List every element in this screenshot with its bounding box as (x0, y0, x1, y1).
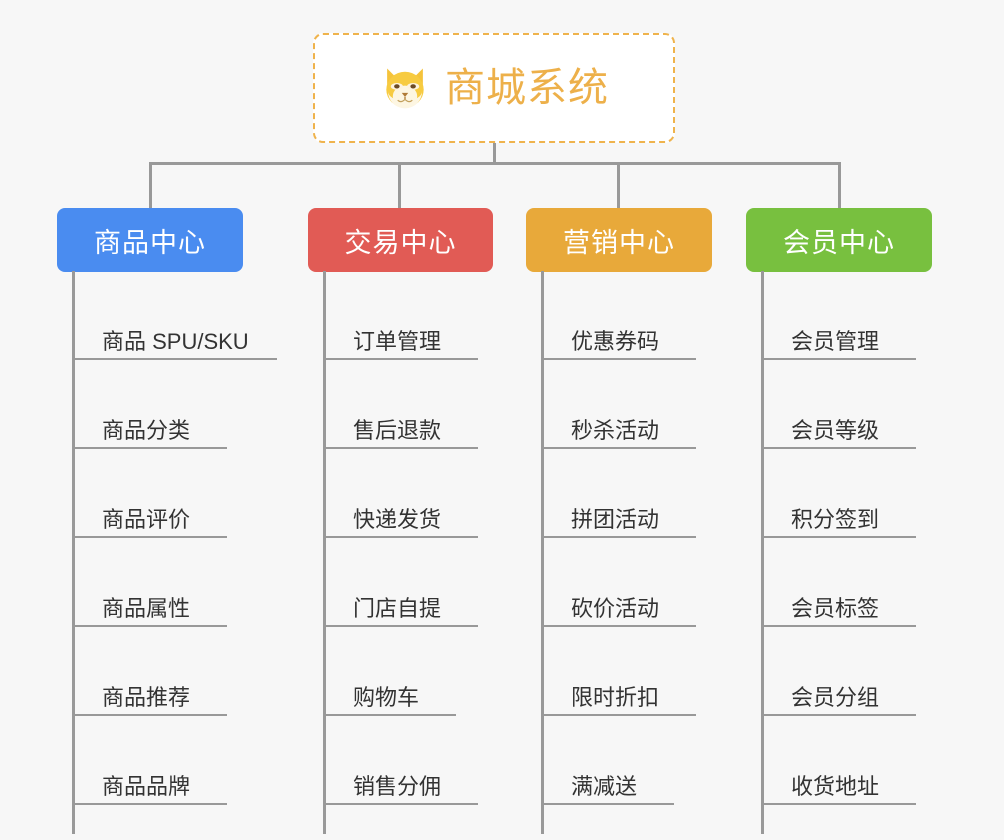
leaf-underline (72, 625, 227, 627)
leaf-underline (72, 803, 227, 805)
leaf-underline (541, 358, 696, 360)
leaf-label: 订单管理 (353, 328, 442, 354)
leaf-item[interactable]: 秒杀活动 (541, 360, 741, 449)
shiba-dog-face-icon (379, 62, 431, 114)
category-title: 交易中心 (344, 227, 457, 258)
leaf-item[interactable]: 拼团活动 (541, 449, 741, 538)
branch-column-会员中心: 会员管理 会员等级 积分签到 会员标签 会员分组 收货地址 (761, 271, 961, 834)
leaf-label: 售后退款 (353, 417, 442, 443)
connector-root-stem (493, 143, 496, 164)
leaf-label: 优惠券码 (571, 328, 660, 354)
category-header-交易中心[interactable]: 交易中心 (308, 208, 493, 272)
branch-spine (761, 271, 764, 834)
leaf-item[interactable]: 优惠券码 (541, 271, 741, 360)
leaf-label: 商品品牌 (102, 773, 191, 799)
branch-column-营销中心: 优惠券码 秒杀活动 拼团活动 砍价活动 限时折扣 满减送 (541, 271, 741, 834)
leaf-underline (761, 447, 916, 449)
leaf-label: 会员标签 (791, 595, 880, 621)
branch-spine (72, 271, 75, 834)
leaf-underline (761, 803, 916, 805)
leaf-underline (323, 625, 478, 627)
leaf-underline (761, 714, 916, 716)
leaf-item[interactable]: 商品评价 (72, 449, 292, 538)
connector-drop-3 (617, 162, 620, 209)
category-title: 商品中心 (94, 227, 206, 258)
leaf-underline (72, 714, 227, 716)
leaf-underline (72, 447, 227, 449)
leaf-item[interactable]: 购物车 (323, 627, 523, 716)
leaf-underline (541, 536, 696, 538)
branch-column-商品中心: 商品 SPU/SKU 商品分类 商品评价 商品属性 商品推荐 商品品牌 (72, 271, 292, 834)
leaf-item[interactable]: 商品推荐 (72, 627, 292, 716)
leaf-item[interactable]: 砍价活动 (541, 538, 741, 627)
leaf-label: 会员等级 (791, 417, 880, 443)
leaf-underline (761, 625, 916, 627)
branch-spine (323, 271, 326, 834)
leaf-label: 商品属性 (102, 595, 191, 621)
connector-drop-2 (398, 162, 401, 209)
connector-drop-1 (149, 162, 152, 209)
leaf-label: 会员管理 (791, 328, 880, 354)
root-title: 商城系统 (445, 66, 609, 110)
leaf-label: 限时折扣 (571, 684, 660, 710)
leaf-underline (72, 358, 277, 360)
leaf-item[interactable]: 商品分类 (72, 360, 292, 449)
leaf-item[interactable]: 会员分组 (761, 627, 961, 716)
leaf-underline (323, 447, 478, 449)
leaf-underline (541, 447, 696, 449)
category-header-商品中心[interactable]: 商品中心 (57, 208, 243, 272)
leaf-item[interactable]: 快递发货 (323, 449, 523, 538)
leaf-label: 商品评价 (102, 506, 191, 532)
leaf-item[interactable]: 会员等级 (761, 360, 961, 449)
leaf-item[interactable]: 积分签到 (761, 449, 961, 538)
leaf-item[interactable]: 会员标签 (761, 538, 961, 627)
category-header-营销中心[interactable]: 营销中心 (526, 208, 712, 272)
leaf-underline (323, 358, 478, 360)
leaf-item[interactable]: 销售分佣 (323, 716, 523, 805)
leaf-item[interactable]: 商品 SPU/SKU (72, 271, 292, 360)
leaf-underline (323, 536, 478, 538)
category-title: 会员中心 (783, 227, 895, 258)
leaf-underline (72, 536, 227, 538)
leaf-label: 秒杀活动 (571, 417, 660, 443)
leaf-item[interactable]: 门店自提 (323, 538, 523, 627)
leaf-item[interactable]: 商品属性 (72, 538, 292, 627)
branch-spine (541, 271, 544, 834)
leaf-label: 购物车 (353, 684, 420, 710)
leaf-item[interactable]: 订单管理 (323, 271, 523, 360)
leaf-label: 销售分佣 (353, 773, 442, 799)
leaf-underline (541, 803, 674, 805)
leaf-underline (761, 536, 916, 538)
leaf-label: 商品分类 (102, 417, 191, 443)
leaf-label: 砍价活动 (571, 595, 660, 621)
leaf-underline (541, 714, 696, 716)
leaf-underline (323, 803, 478, 805)
leaf-label: 拼团活动 (571, 506, 660, 532)
leaf-underline (541, 625, 696, 627)
leaf-item[interactable]: 售后退款 (323, 360, 523, 449)
category-header-会员中心[interactable]: 会员中心 (746, 208, 932, 272)
leaf-label: 商品推荐 (102, 684, 191, 710)
leaf-underline (323, 714, 456, 716)
leaf-item[interactable]: 满减送 (541, 716, 741, 805)
connector-bus (149, 162, 841, 165)
branch-column-交易中心: 订单管理 售后退款 快递发货 门店自提 购物车 销售分佣 (323, 271, 523, 834)
leaf-label: 商品 SPU/SKU (102, 328, 249, 354)
leaf-item[interactable]: 收货地址 (761, 716, 961, 805)
leaf-item[interactable]: 会员管理 (761, 271, 961, 360)
root-node[interactable]: 商城系统 (313, 33, 675, 143)
leaf-label: 会员分组 (791, 684, 880, 710)
leaf-item[interactable]: 商品品牌 (72, 716, 292, 805)
connector-drop-4 (838, 162, 841, 209)
leaf-underline (761, 358, 916, 360)
leaf-label: 积分签到 (791, 506, 880, 532)
leaf-item[interactable]: 限时折扣 (541, 627, 741, 716)
category-title: 营销中心 (563, 227, 675, 258)
leaf-label: 快递发货 (353, 506, 442, 532)
leaf-label: 门店自提 (353, 595, 442, 621)
leaf-label: 满减送 (571, 773, 638, 799)
leaf-label: 收货地址 (791, 773, 880, 799)
